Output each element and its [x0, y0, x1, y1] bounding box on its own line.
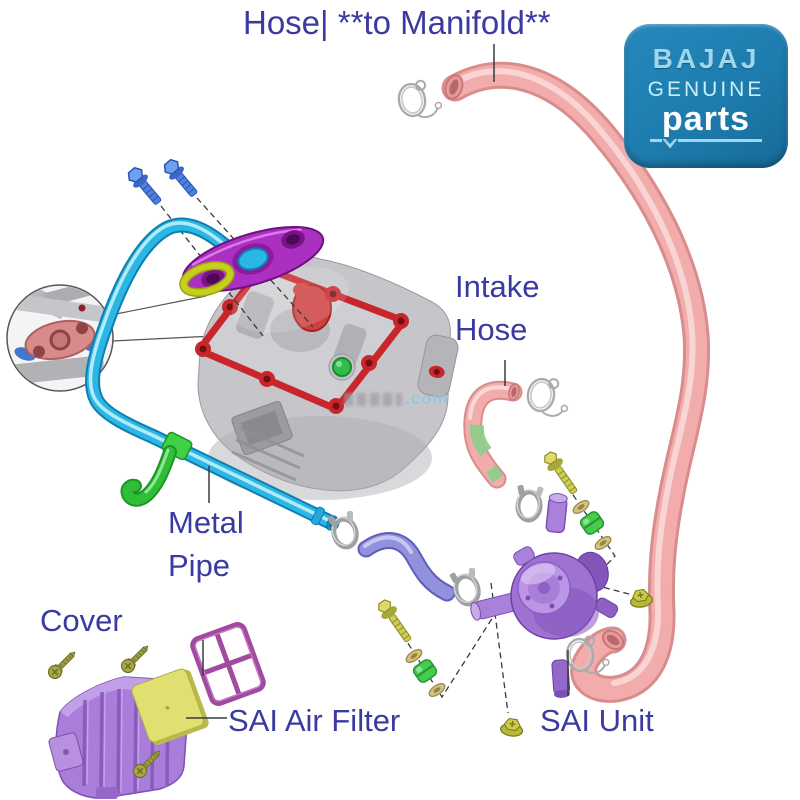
- flange-gasket: [179, 261, 235, 297]
- flange-bolt-right: [163, 158, 198, 197]
- grommet: [412, 659, 438, 683]
- watermark-suffix: .com: [405, 389, 449, 408]
- badge-underline-notch: [662, 138, 678, 149]
- pipe-bracket: [120, 431, 193, 507]
- cylinder-head: [195, 255, 459, 500]
- label-hose-to-manifold: Hose| **to Manifold**: [243, 4, 551, 41]
- label-cover: Cover: [40, 603, 123, 638]
- flange-bolt-left: [127, 166, 162, 205]
- washer: [572, 500, 590, 514]
- pipe-flange: [181, 225, 325, 293]
- watermark: .com: [344, 389, 449, 409]
- label-intake-hose: Intake Hose: [455, 269, 540, 347]
- washer: [428, 683, 446, 697]
- badge-underline-left: [650, 138, 662, 142]
- grommet: [579, 511, 605, 535]
- metal-pipe: [85, 217, 340, 531]
- sai-air-filter-pad: [131, 668, 209, 746]
- badge-underline-right: [678, 138, 762, 142]
- connector-hose: [357, 532, 456, 602]
- detail-inset: [6, 284, 215, 392]
- mount-bolt-top: [544, 451, 578, 495]
- washer: [405, 649, 423, 663]
- label-leader-lines: [186, 44, 569, 719]
- mount-nut: [630, 588, 654, 608]
- badge-parts-text: parts: [661, 99, 751, 138]
- badge-underline: [650, 138, 762, 150]
- badge-brand-text: BAJAJ: [652, 42, 760, 74]
- head-side-lug: [417, 334, 459, 398]
- filter-frame: [190, 622, 266, 706]
- badge-genuine-text: GENUINE: [647, 77, 765, 101]
- spring-clamps: [327, 484, 544, 607]
- intake-hose: [463, 380, 523, 489]
- label-metal-pipe: Metal Pipe: [168, 505, 244, 583]
- label-sai-unit: SAI Unit: [540, 703, 654, 738]
- watermark-blur: [344, 392, 402, 406]
- mount-nut: [500, 717, 524, 737]
- wire-clamps: [397, 79, 610, 674]
- check-valve-fitting: [328, 353, 356, 381]
- washer: [594, 536, 612, 550]
- cover-screw: [47, 651, 76, 680]
- bajaj-genuine-parts-badge: BAJAJ GENUINE parts: [624, 24, 788, 168]
- cover-screw: [132, 750, 161, 779]
- sai-unit: [470, 493, 619, 698]
- cover-screw: [120, 645, 149, 674]
- mount-bolt-left: [378, 599, 412, 643]
- label-sai-air-filter: SAI Air Filter: [228, 703, 401, 738]
- hose-to-manifold: [441, 61, 711, 703]
